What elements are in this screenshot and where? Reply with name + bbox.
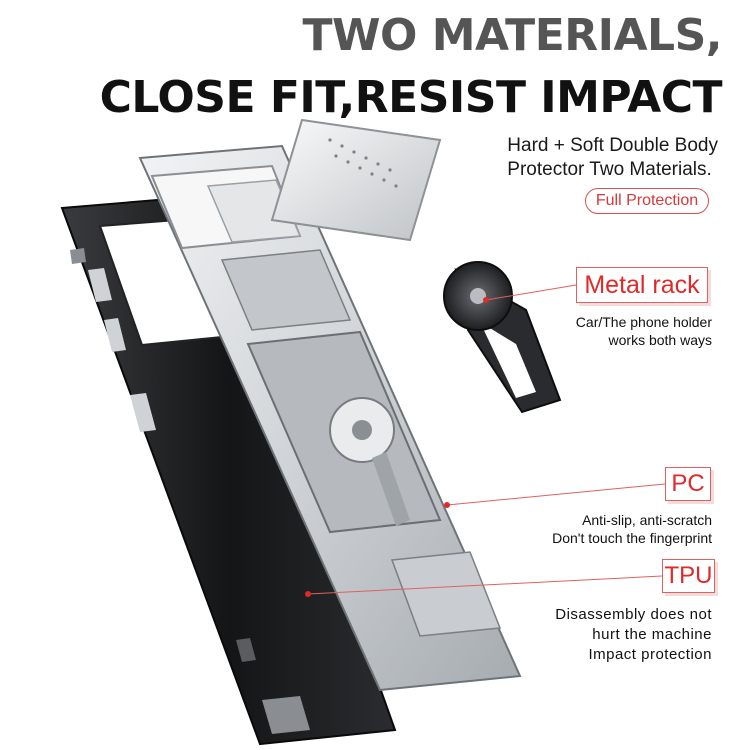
subtitle: Hard + Soft Double Body Protector Two Ma… xyxy=(507,134,718,182)
pc-line-2: Don't touch the fingerprint xyxy=(552,530,712,546)
pc-line-1: Anti-slip, anti-scratch xyxy=(582,512,712,528)
metal-rack-label: Metal rack xyxy=(576,267,708,303)
headline-line-2: CLOSE FIT,RESIST IMPACT xyxy=(99,72,723,123)
metal-rack-line-1: Car/The phone holder xyxy=(575,314,712,330)
subtitle-line-1: Hard + Soft Double Body xyxy=(507,135,718,156)
pc-description: Anti-slip, anti-scratch Don't touch the … xyxy=(552,511,712,547)
pc-label: PC xyxy=(665,467,711,501)
tpu-label: TPU xyxy=(662,559,715,593)
tpu-description: Disassembly does not hurt the machine Im… xyxy=(555,605,712,665)
metal-rack-description: Car/The phone holder works both ways xyxy=(576,313,712,349)
tpu-line-1: Disassembly does not xyxy=(555,606,712,623)
ring-holder-icon xyxy=(443,261,562,414)
tpu-case xyxy=(60,194,397,746)
subtitle-line-2: Protector Two Materials. xyxy=(507,159,712,180)
tpu-line-2: hurt the machine xyxy=(592,626,712,643)
callout-lines xyxy=(305,284,666,597)
metal-rack-frame xyxy=(138,144,522,692)
headline-line-1: TWO MATERIALS, xyxy=(302,10,722,61)
tpu-line-3: Impact protection xyxy=(588,646,712,663)
full-protection-badge: Full Protection xyxy=(585,188,709,214)
camera-slider-cover-icon xyxy=(270,118,442,242)
metal-rack-line-2: works both ways xyxy=(608,332,712,348)
badge-label: Full Protection xyxy=(595,192,699,209)
